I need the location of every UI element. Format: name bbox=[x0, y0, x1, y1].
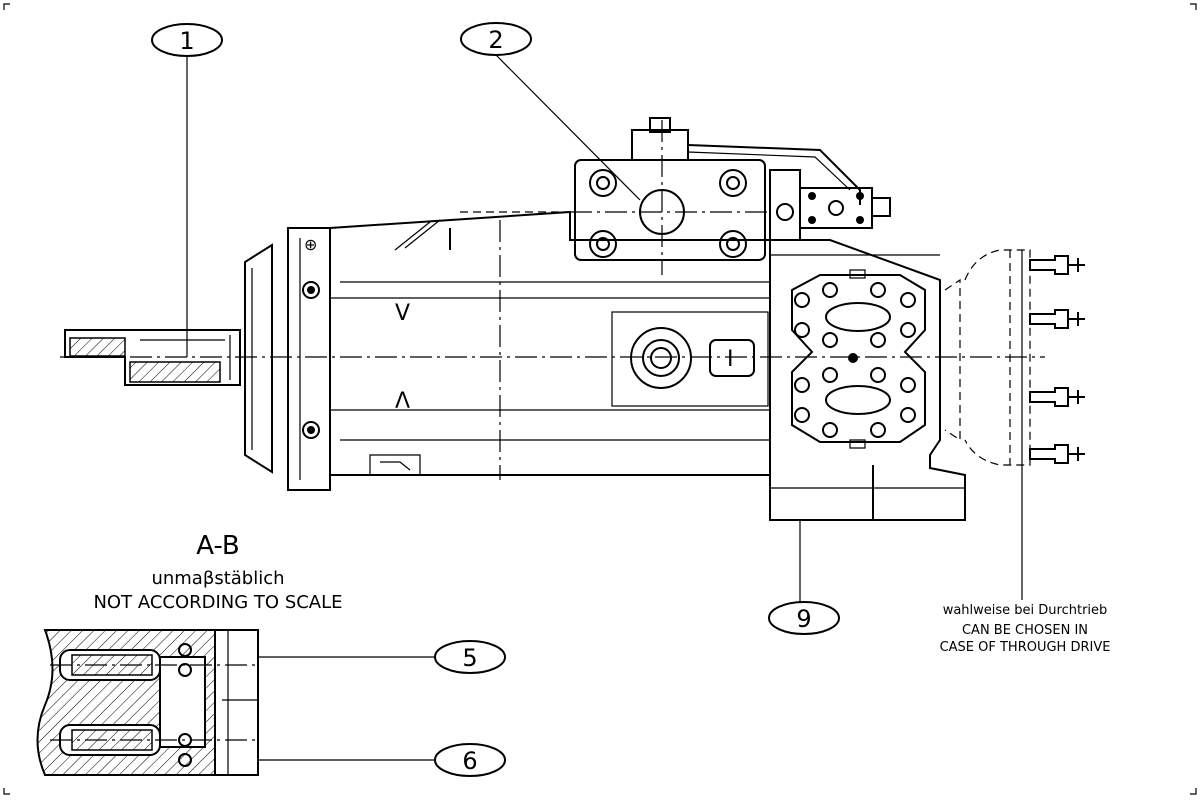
section-note-en: NOT ACCORDING TO SCALE bbox=[93, 592, 342, 613]
balloon-9: 9 bbox=[768, 601, 840, 635]
mark-lambda: Λ bbox=[395, 389, 410, 414]
balloon-2: 2 bbox=[460, 22, 532, 56]
svg-text:⊕: ⊕ bbox=[304, 235, 317, 254]
through-drive-bolts bbox=[1029, 255, 1085, 464]
svg-text:2: 2 bbox=[488, 26, 503, 54]
svg-text:5: 5 bbox=[462, 644, 477, 672]
svg-text:6: 6 bbox=[462, 747, 477, 775]
pump-housing: I V Λ bbox=[329, 210, 771, 480]
mounting-flange: ⊕ bbox=[244, 227, 331, 491]
drive-shaft bbox=[64, 329, 241, 386]
through-drive-note-en-1: CAN BE CHOSEN IN bbox=[962, 623, 1088, 638]
through-drive-note-en-2: CASE OF THROUGH DRIVE bbox=[940, 640, 1111, 655]
balloon-6: 6 bbox=[434, 743, 506, 777]
section-a-b-view bbox=[36, 629, 259, 776]
section-title: A-B bbox=[196, 531, 240, 561]
leader-lines bbox=[186, 54, 801, 761]
control-valve-block bbox=[570, 117, 891, 275]
rear-port-cover bbox=[769, 239, 966, 521]
mark-v: V bbox=[395, 301, 410, 326]
corner-marks bbox=[3, 3, 1197, 795]
svg-text:1: 1 bbox=[179, 27, 194, 55]
through-drive-option bbox=[944, 249, 1085, 600]
balloon-1: 1 bbox=[151, 23, 223, 57]
svg-text:9: 9 bbox=[796, 605, 811, 633]
balloon-5: 5 bbox=[434, 640, 506, 674]
through-drive-note-de: wahlweise bei Durchtrieb bbox=[943, 603, 1108, 618]
section-note-de: unmaβstäblich bbox=[151, 568, 284, 589]
port-marking: I bbox=[727, 347, 734, 372]
